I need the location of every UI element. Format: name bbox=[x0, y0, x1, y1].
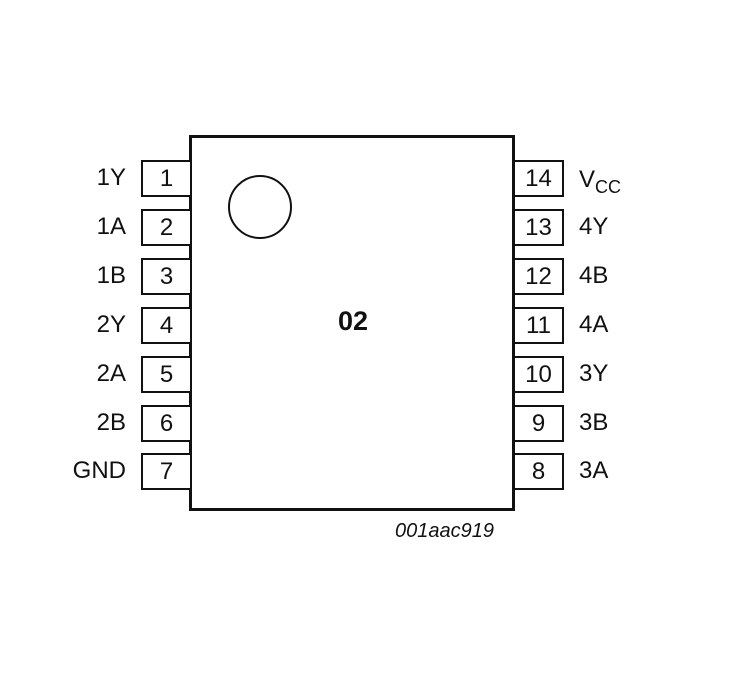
part-marking: 02 bbox=[337, 306, 369, 336]
reference-code: 001aac919 bbox=[395, 520, 494, 542]
pin-box-13: 13 bbox=[515, 209, 564, 246]
pin-label-5: 2A bbox=[96, 360, 126, 387]
pin-box-1: 1 bbox=[141, 160, 190, 197]
pin-label-13: 4Y bbox=[579, 213, 609, 240]
pin-label-7: GND bbox=[72, 457, 126, 484]
pin-label-6: 2B bbox=[96, 409, 126, 436]
pin-box-4: 4 bbox=[141, 307, 190, 344]
pin-box-10: 10 bbox=[515, 356, 564, 393]
pin-label-2: 1A bbox=[96, 213, 126, 240]
pin-box-9: 9 bbox=[515, 405, 564, 442]
pin-label-14: VCC bbox=[579, 162, 621, 197]
pin-box-6: 6 bbox=[141, 405, 190, 442]
pin-label-8: 3A bbox=[579, 457, 609, 484]
pin-box-5: 5 bbox=[141, 356, 190, 393]
pin-label-4: 2Y bbox=[96, 311, 126, 338]
pin-box-11: 11 bbox=[515, 307, 564, 344]
pin-box-3: 3 bbox=[141, 258, 190, 295]
pin-label-14-main: V bbox=[579, 166, 596, 193]
pin-box-12: 12 bbox=[515, 258, 564, 295]
pin-label-9: 3B bbox=[579, 409, 609, 436]
pin-label-1: 1Y bbox=[96, 164, 126, 191]
pin1-indicator-dot bbox=[228, 175, 292, 239]
pin-box-7: 7 bbox=[141, 453, 190, 490]
pin-box-8: 8 bbox=[515, 453, 564, 490]
pin-label-10: 3Y bbox=[579, 360, 609, 387]
pin-label-3: 1B bbox=[96, 262, 126, 289]
pin-label-14-sub: CC bbox=[595, 177, 622, 197]
pin-box-14: 14 bbox=[515, 160, 564, 197]
pin-box-2: 2 bbox=[141, 209, 190, 246]
pin-label-11: 4A bbox=[579, 311, 609, 338]
pin-label-12: 4B bbox=[579, 262, 609, 289]
